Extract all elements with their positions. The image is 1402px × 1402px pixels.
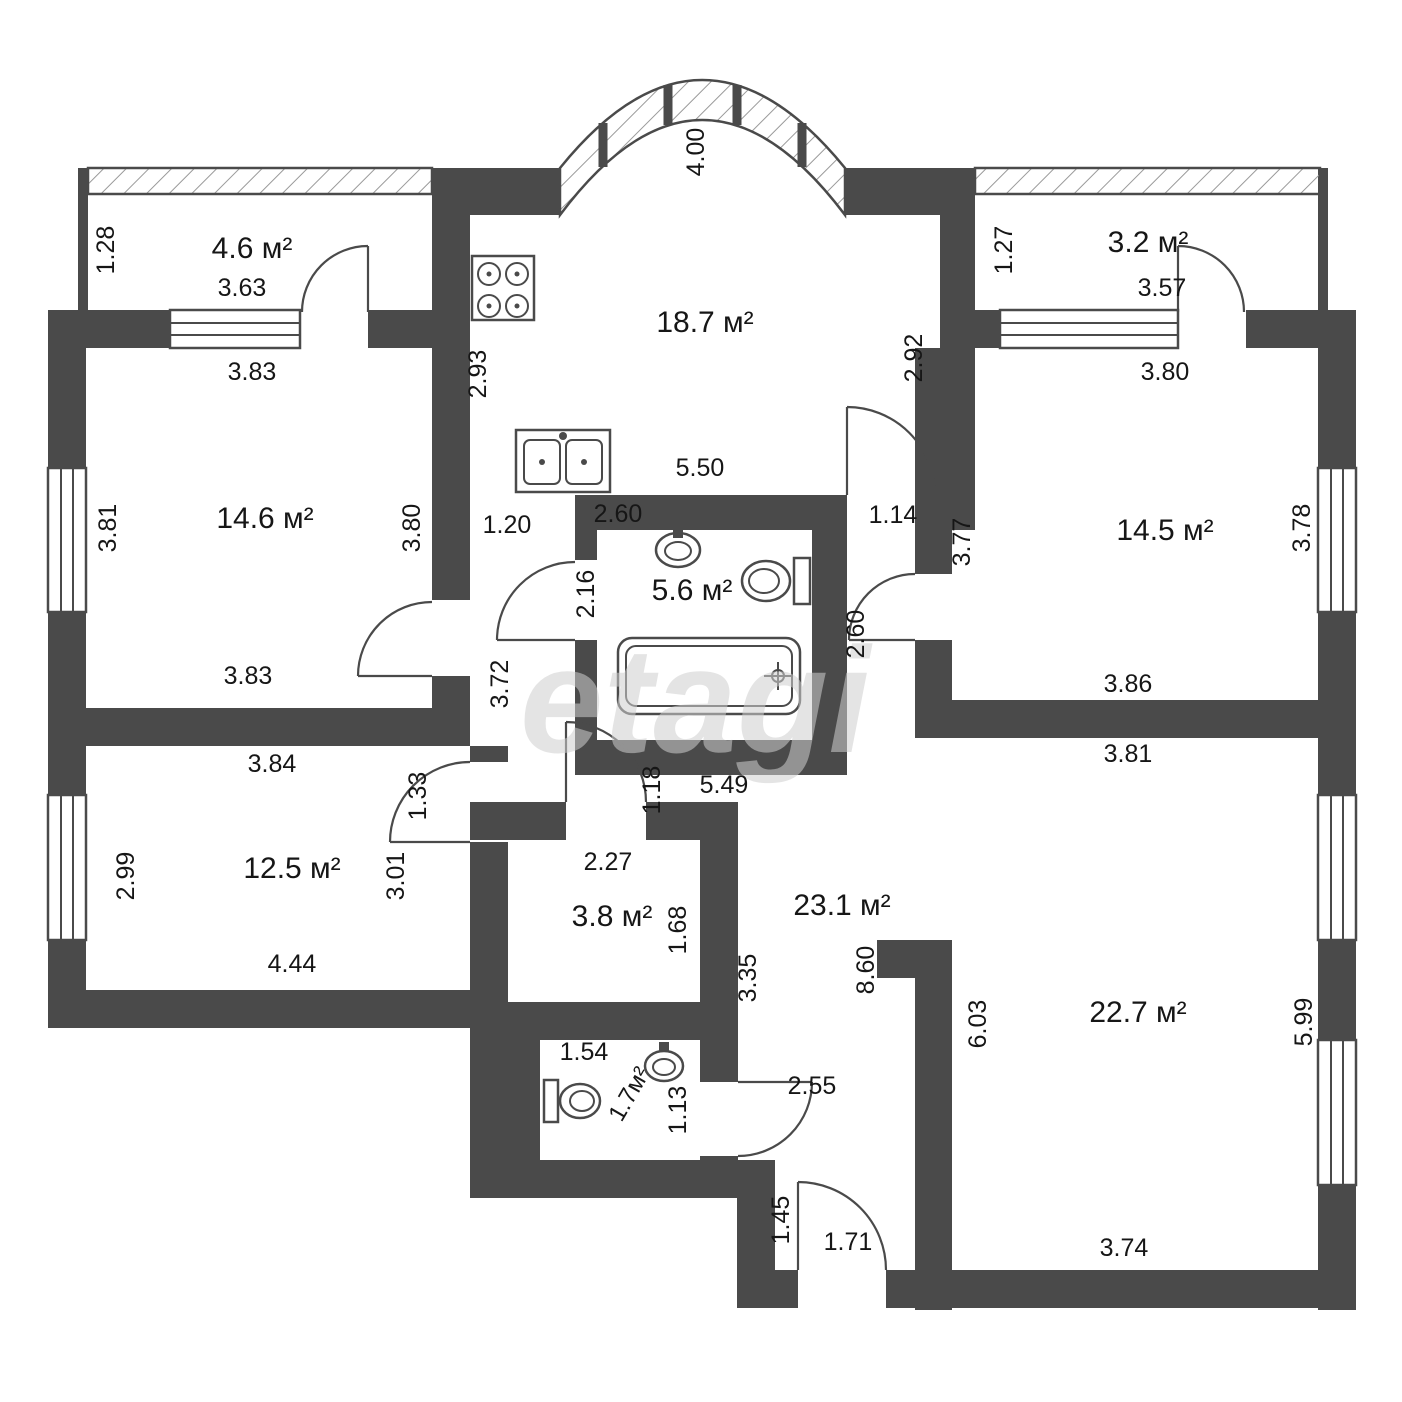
balcony-glazing-right — [973, 166, 1322, 196]
dim-room-br-right: 5.99 — [1290, 998, 1318, 1047]
dim-room-left-right: 3.80 — [398, 504, 426, 553]
dim-kitchen-right: 2.92 — [900, 334, 928, 383]
area-room-right: 14.5 м² — [1116, 514, 1213, 547]
window-balcony-door-right — [998, 308, 1180, 350]
dim-balcony-tl-depth: 1.28 — [92, 226, 120, 275]
dim-wc-right: 1.13 — [664, 1086, 692, 1135]
door-swings — [300, 244, 1246, 1271]
dim-hall-mid: 2.55 — [788, 1072, 837, 1100]
dim-balcony-tl-width: 3.63 — [218, 274, 267, 302]
dim-hall-entry-side: 1.45 — [767, 1196, 795, 1245]
labels: 4.6 м² 18.7 м² 3.2 м² 14.6 м² 5.6 м² 14.… — [92, 128, 1318, 1262]
dim-room-right-bottom: 3.86 — [1104, 670, 1153, 698]
dim-room-left-top: 3.83 — [228, 358, 277, 386]
dim-hall-top-left: 1.18 — [638, 766, 666, 815]
stove-fixture — [470, 254, 536, 322]
window-right-3 — [1316, 1038, 1358, 1187]
bay-window — [558, 78, 847, 219]
watermark: etagi — [520, 616, 873, 784]
area-hall: 23.1 м² — [793, 889, 890, 922]
area-storage: 3.8 м² — [572, 900, 653, 933]
door-room-bottom-left — [388, 760, 471, 844]
window-left-2 — [46, 793, 88, 942]
kitchen-sink-fixture — [514, 428, 612, 494]
dim-room-bl-bottom: 4.44 — [268, 950, 317, 978]
door-room-left — [356, 600, 433, 678]
dim-balcony-tr-width: 3.57 — [1138, 274, 1187, 302]
walls — [48, 168, 1356, 1310]
dim-hall-top: 5.49 — [700, 771, 749, 799]
area-bathroom: 5.6 м² — [652, 574, 733, 607]
dim-room-right-top: 3.80 — [1141, 358, 1190, 386]
dim-storage-top: 2.27 — [584, 848, 633, 876]
dim-kitchen-door: 1.14 — [869, 501, 918, 529]
door-balcony-right — [1176, 244, 1246, 313]
dim-room-br-top: 3.81 — [1104, 740, 1153, 768]
dim-room-bl-jog: 1.33 — [404, 772, 432, 821]
dim-storage-right: 1.68 — [664, 906, 692, 955]
dim-kitchen-width: 5.50 — [676, 454, 725, 482]
door-entrance — [796, 1180, 888, 1271]
area-balcony-tl: 4.6 м² — [212, 232, 293, 265]
area-room-bottom-right: 22.7 м² — [1089, 996, 1186, 1029]
bay-window-glazing — [558, 78, 847, 219]
wc-toilet-fixture — [542, 1078, 602, 1124]
wc-sink-fixture — [643, 1042, 685, 1083]
door-bathroom — [495, 560, 576, 642]
door-storage — [564, 720, 648, 803]
area-balcony-tr: 3.2 м² — [1108, 226, 1189, 259]
dim-kitchen-bay: 4.00 — [682, 128, 710, 177]
area-room-bottom-left: 12.5 м² — [243, 852, 340, 885]
balcony-glazing-left — [86, 166, 434, 196]
dim-bathroom-depth: 2.16 — [572, 570, 600, 619]
bathroom-sink-fixture — [654, 528, 702, 569]
dim-room-left-left: 3.81 — [94, 504, 122, 553]
door-wc — [737, 1080, 814, 1158]
dim-room-bl-right: 3.01 — [382, 852, 410, 901]
dim-room-left-bottom: 3.83 — [224, 662, 273, 690]
dim-storage-outer: 3.35 — [734, 954, 762, 1003]
window-right-1 — [1316, 466, 1358, 614]
area-kitchen: 18.7 м² — [656, 306, 753, 339]
dim-room-br-bottom: 3.74 — [1100, 1234, 1149, 1262]
dim-hall-height: 8.60 — [852, 946, 880, 995]
dim-hall-entry: 1.71 — [824, 1228, 873, 1256]
door-room-right — [847, 572, 916, 642]
dim-room-bl-left: 2.99 — [112, 852, 140, 901]
dim-kitchen-pass: 1.20 — [483, 511, 532, 539]
dim-bathroom-side: 2.60 — [842, 610, 870, 659]
dim-bathroom-width: 2.60 — [594, 500, 643, 528]
dim-balcony-tr-depth: 1.27 — [990, 226, 1018, 275]
dim-wc-top: 1.54 — [560, 1038, 609, 1066]
door-kitchen — [845, 405, 937, 496]
window-balcony-door-left — [168, 308, 302, 350]
dim-room-br-left: 6.03 — [964, 1000, 992, 1049]
area-wc: 1.7м² — [603, 1062, 655, 1126]
area-room-left: 14.6 м² — [216, 502, 313, 535]
window-right-2 — [1316, 793, 1358, 942]
toilet-fixture — [740, 556, 812, 606]
window-left-1 — [46, 466, 88, 614]
dim-kitchen-left: 2.93 — [464, 350, 492, 399]
dim-corridor: 3.72 — [486, 660, 514, 709]
windows — [46, 166, 1358, 1187]
bathtub-fixture — [616, 636, 802, 716]
fixtures — [470, 254, 812, 1124]
dim-room-right-right: 3.78 — [1288, 504, 1316, 553]
dim-room-right-left: 3.77 — [948, 518, 976, 567]
dim-room-bl-top: 3.84 — [248, 750, 297, 778]
door-balcony-left — [300, 244, 370, 313]
